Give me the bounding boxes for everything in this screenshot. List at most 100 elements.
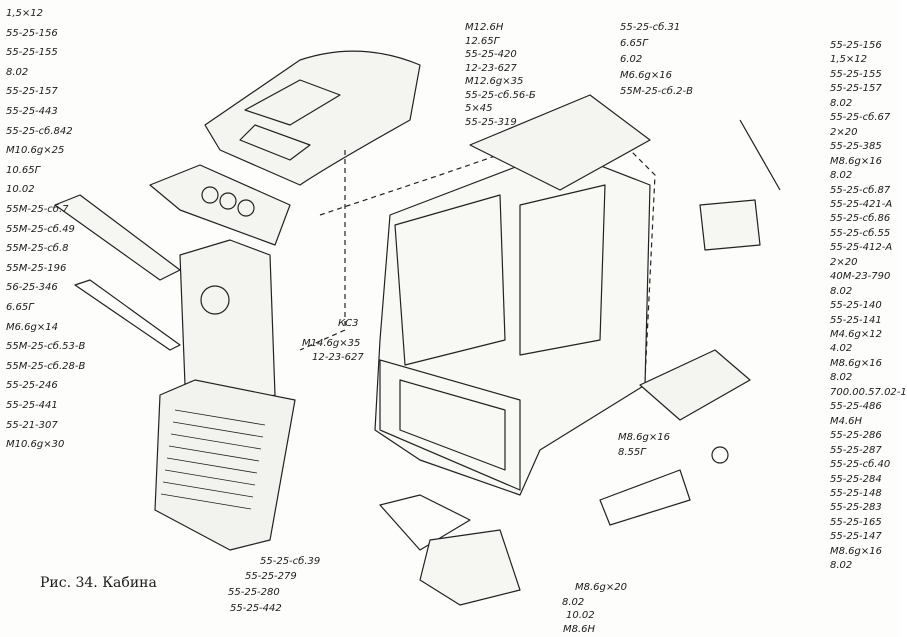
part-label: 8.55Г (618, 447, 646, 458)
part-label: 12.65Г (465, 35, 500, 47)
part-label: М6.6g×14 (6, 321, 58, 333)
left-bracket (55, 195, 180, 280)
part-label: 55-25-155 (830, 68, 882, 80)
part-label: 55-25-283 (830, 502, 882, 514)
part-label: 55-25-246 (6, 380, 58, 392)
part-label: М8.6g×16 (618, 432, 670, 443)
part-label: 12-23-627 (312, 352, 364, 363)
part-label: 55-25-сб.31 (620, 22, 681, 33)
ventilation-grille (155, 380, 295, 550)
cabin-lower-box (380, 360, 520, 490)
cabin-body (375, 150, 650, 495)
part-label: 55-25-сб.86 (830, 213, 891, 225)
right-plate (700, 200, 760, 250)
part-label: М4.6g×12 (830, 329, 882, 340)
part-label: 1,5×12 (6, 8, 44, 19)
roof-panel (205, 51, 420, 185)
part-label: 55-25-412-А (830, 242, 893, 254)
part-label: 55-25-сб.39 (260, 556, 321, 567)
part-label: 8.02 (830, 560, 853, 572)
part-label: 55-25-140 (830, 300, 882, 312)
part-label: 55-25-442 (230, 603, 282, 614)
part-label: М4.6Н (830, 415, 863, 427)
part-label: 12-23-627 (465, 62, 517, 74)
part-label: 700.00.57.02-1 (830, 386, 907, 398)
part-label: М6.6g×16 (620, 70, 672, 81)
part-label: 6.65Г (6, 302, 34, 313)
part-label: 55-25-сб.87 (830, 184, 891, 196)
part-label: 10.02 (6, 184, 35, 196)
floor-cover (420, 530, 520, 605)
part-label: 55-21-307 (6, 419, 58, 431)
part-label: 55-25-141 (830, 314, 882, 326)
part-label: 8.02 (6, 66, 29, 78)
part-label: 55-25-165 (830, 516, 882, 528)
part-label: 55-25-287 (830, 444, 882, 456)
part-label: 55-25-286 (830, 430, 882, 442)
part-label: 55-25-сб.56-Б (465, 89, 536, 101)
part-label: М10.6g×30 (6, 439, 65, 451)
part-label: 55-25-279 (245, 571, 297, 582)
part-label: М8.6g×20 (575, 582, 627, 593)
part-label: 8.02 (830, 170, 853, 182)
figure-caption: Рис. 34. Кабина (40, 575, 157, 591)
part-label: 2×20 (830, 256, 858, 268)
part-label: 1,5×12 (830, 54, 868, 66)
part-label: 55-25-284 (830, 473, 882, 485)
part-label: 8.02 (830, 372, 853, 384)
part-label: 4.02 (830, 343, 853, 355)
part-label: 5×45 (465, 103, 493, 114)
part-label: КС3 (338, 318, 359, 329)
part-label: 55-25-155 (6, 47, 58, 59)
part-label: 55М-25-сб.53-В (6, 341, 86, 353)
part-label: 55-25-420 (465, 49, 517, 60)
part-label: 55М-25-сб.2-В (620, 86, 693, 97)
pedal-assembly (380, 495, 470, 550)
part-label: 6.65Г (620, 38, 648, 49)
part-label: 55М-25-сб.8 (6, 243, 69, 255)
instrument-panel (150, 165, 290, 245)
part-label: М12.6g×35 (465, 76, 524, 87)
part-label: 55-25-157 (6, 86, 58, 98)
part-label: 55М-25-сб.49 (6, 223, 75, 235)
part-label: 8.02 (830, 285, 853, 297)
part-label: 55-25-421-А (830, 198, 893, 210)
right-floor-panel (640, 350, 750, 420)
part-label: М8.6g×16 (830, 155, 882, 167)
part-label: М8.6g×16 (830, 357, 882, 369)
part-label: 55-25-148 (830, 487, 882, 499)
rubber-mount (712, 447, 728, 463)
part-label: 55-25-156 (830, 40, 882, 51)
lower-bar (75, 280, 180, 350)
part-label: 55-25-сб.842 (6, 125, 73, 137)
part-label: 2×20 (830, 126, 858, 138)
right-lower-bracket (600, 470, 690, 525)
part-label: 55М-25-сб.7 (6, 204, 69, 215)
part-label: М8.6g×16 (830, 545, 882, 557)
part-label: 55-25-486 (830, 401, 882, 413)
part-label: 55-25-сб.67 (830, 112, 891, 124)
part-label: 40М-23-790 (830, 271, 891, 283)
part-label: 55-25-319 (465, 116, 517, 128)
wiper-arm (740, 120, 780, 190)
part-label: 6.02 (620, 54, 643, 65)
part-label: 8.02 (562, 597, 585, 608)
part-label: 55-25-443 (6, 106, 58, 117)
part-label: 55-25-156 (6, 27, 58, 39)
part-label: М14.6g×35 (302, 338, 361, 349)
part-label: М8.6Н (563, 624, 596, 635)
part-label: 55-25-сб.40 (830, 459, 891, 471)
part-label: М12.6Н (465, 22, 504, 33)
part-label: 55-25-сб.55 (830, 227, 891, 239)
part-label: М10.6g×25 (6, 145, 65, 157)
part-label: 10.02 (566, 610, 595, 621)
part-label: 8.02 (830, 97, 853, 109)
part-label: 55-25-441 (6, 400, 58, 411)
part-label: 55М-25-сб.28-В (6, 360, 86, 372)
part-label: 56-25-346 (6, 282, 58, 294)
cabin-door-opening (395, 195, 505, 365)
part-label: 55М-25-196 (6, 262, 67, 274)
part-label: 10.65Г (6, 164, 41, 176)
